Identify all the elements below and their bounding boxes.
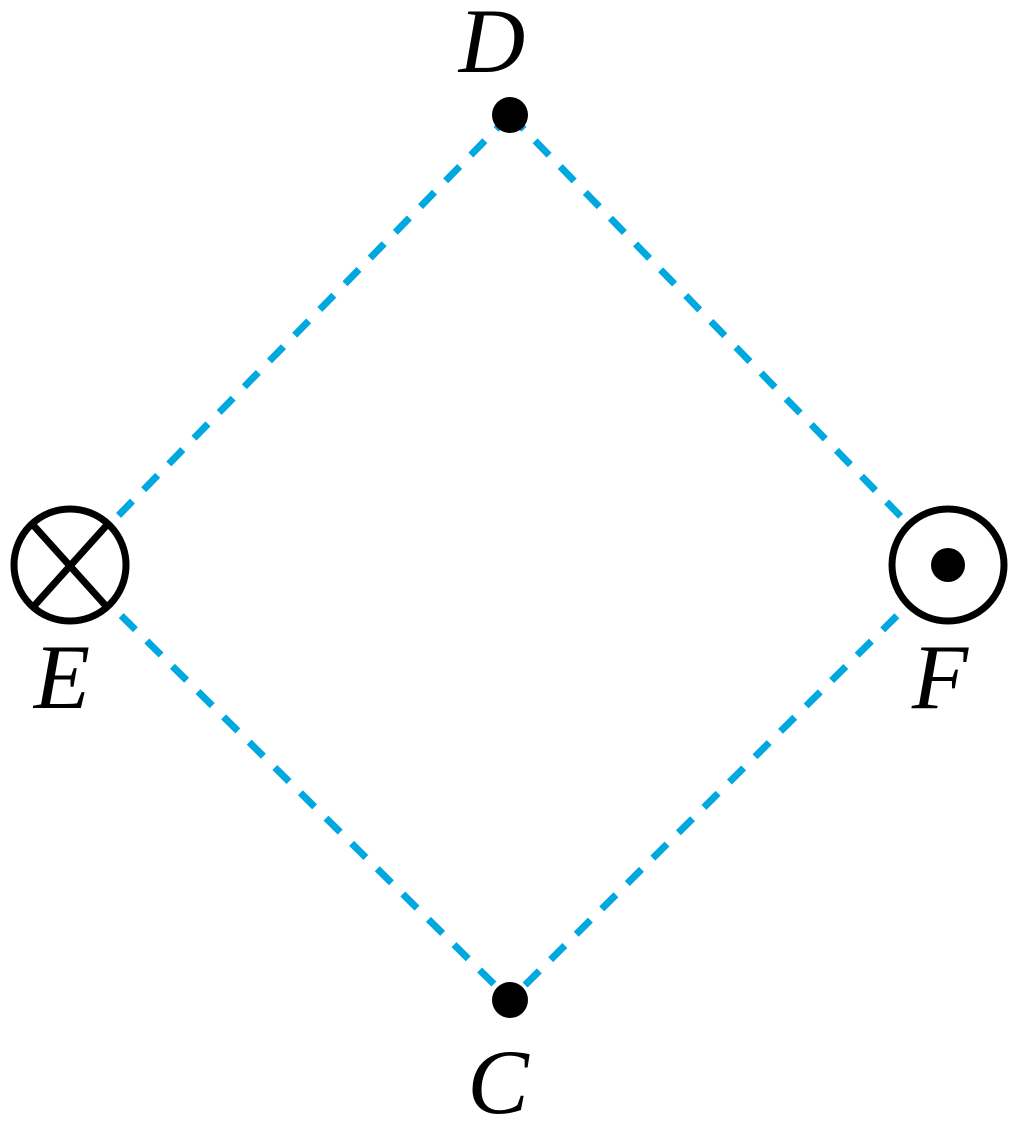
edge-d-e <box>67 112 513 568</box>
point-f-center-dot <box>931 548 965 582</box>
label-d: D <box>457 0 525 92</box>
edge-e-c <box>67 562 513 1003</box>
point-f-circled-dot-icon <box>888 505 1008 625</box>
point-d-dot <box>492 97 528 133</box>
point-e-cross-line-2 <box>31 523 109 609</box>
label-c: C <box>467 1031 530 1128</box>
edge-f-c <box>507 562 951 1003</box>
label-f: F <box>911 626 969 728</box>
point-e-circled-cross-icon <box>10 505 130 625</box>
label-e: E <box>32 626 90 728</box>
edge-d-f <box>507 112 951 568</box>
point-c-dot <box>492 982 528 1018</box>
